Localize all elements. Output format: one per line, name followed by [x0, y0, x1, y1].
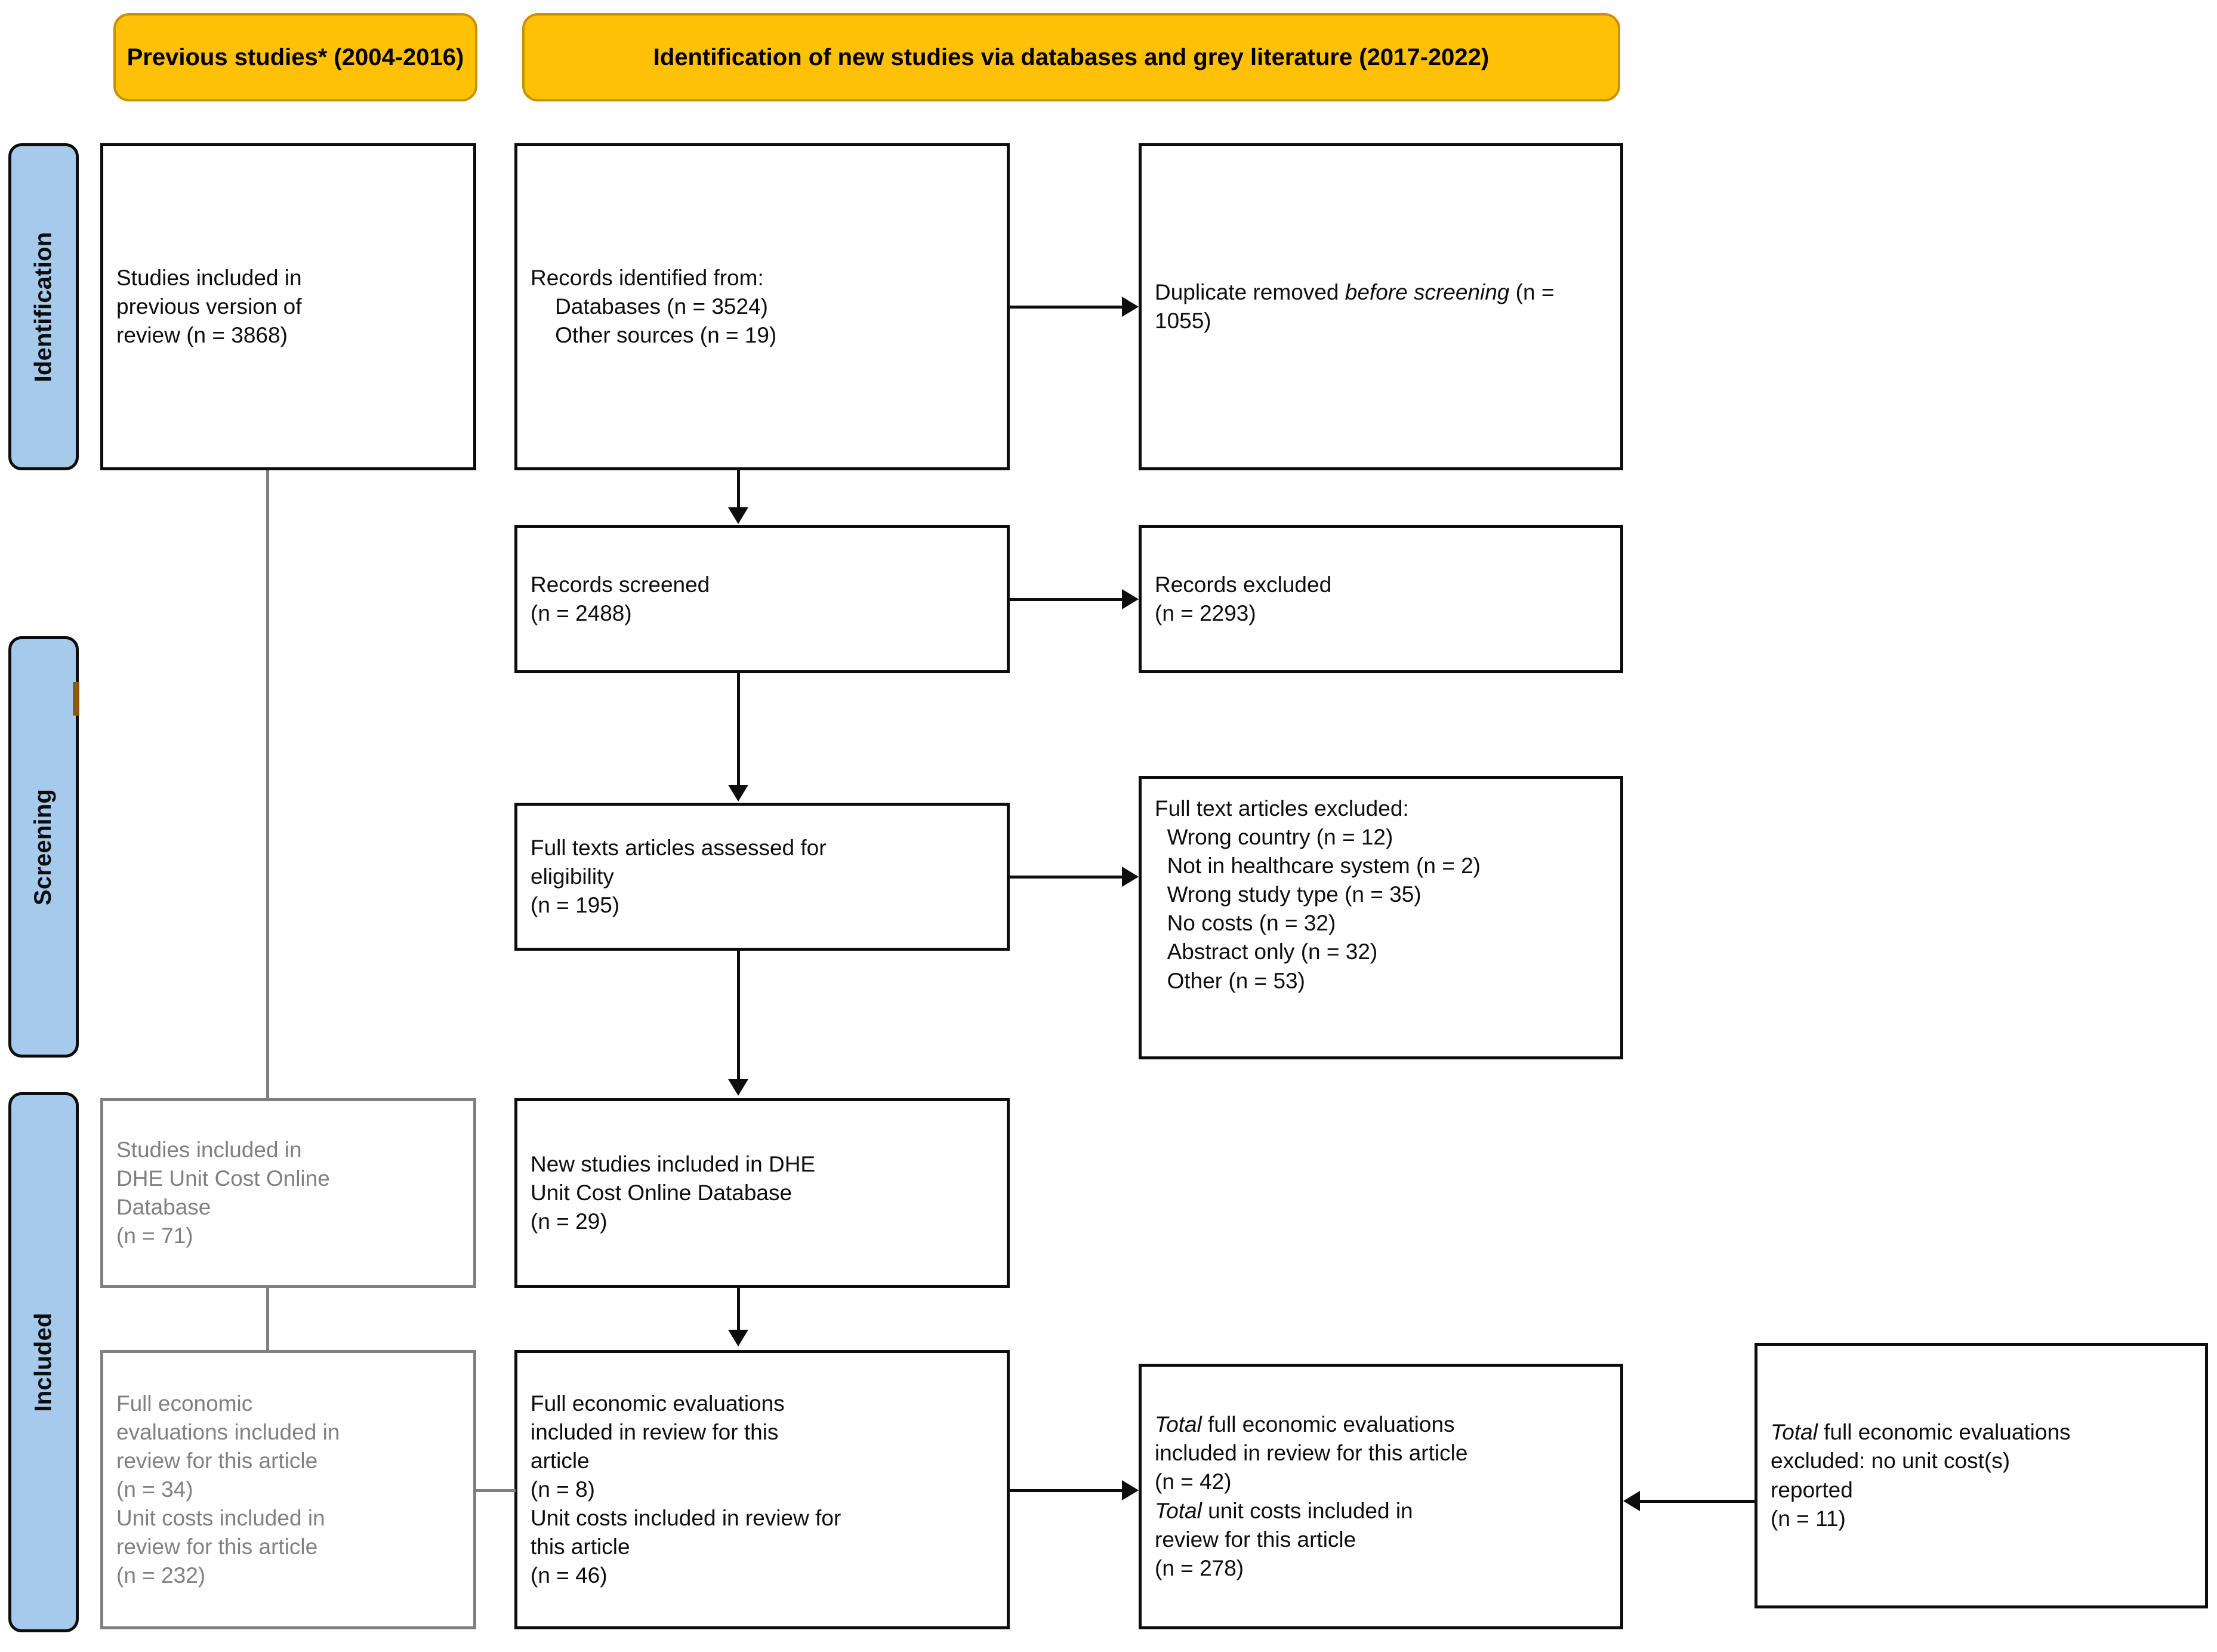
box-previous-version-included: Studies included in previous version of …	[100, 143, 476, 470]
arrowhead-assessed-to-excluded	[1122, 867, 1139, 887]
box-total-included-text: Total full economic evaluations included…	[1155, 1410, 1467, 1583]
box-previous-db-included-text: Studies included in DHE Unit Cost Online…	[116, 1137, 330, 1249]
box-new-full-economic-text: Full economic evaluations included in re…	[531, 1391, 841, 1588]
arrowhead-assessed-to-new-db	[728, 1079, 748, 1096]
connector-identified-to-screened	[737, 470, 740, 508]
box-new-db-included-text: New studies included in DHE Unit Cost On…	[531, 1151, 816, 1234]
box-previous-version-included-text: Studies included in previous version of …	[116, 265, 302, 348]
total-included-middle: full economic evaluations included in re…	[1155, 1412, 1468, 1494]
header-new-studies: Identification of new studies via databa…	[522, 13, 1620, 101]
box-total-excluded: Total full economic evaluations excluded…	[1755, 1343, 2208, 1608]
box-records-excluded: Records excluded (n = 2293)	[1139, 525, 1623, 673]
duplicates-removed-suffix: (n = 1055)	[1155, 279, 1561, 333]
box-new-db-included: New studies included in DHE Unit Cost On…	[514, 1098, 1010, 1288]
stage-label-included-text: Included	[30, 1312, 57, 1412]
stage-label-identification: Identification	[8, 143, 79, 470]
box-total-included: Total full economic evaluations included…	[1139, 1364, 1623, 1629]
arrowhead-new-full-economic-to-total	[1122, 1480, 1139, 1500]
box-records-identified: Records identified from: Databases (n = …	[514, 143, 1010, 470]
total-included-end: unit costs included in review for this a…	[1155, 1498, 1413, 1580]
stage-label-screening-text: Screening	[30, 788, 57, 905]
stage-label-identification-text: Identification	[30, 232, 57, 382]
box-previous-db-included: Studies included in DHE Unit Cost Online…	[100, 1098, 476, 1288]
box-previous-full-economic: Full economic evaluations included in re…	[100, 1350, 476, 1629]
box-previous-full-economic-text: Full economic evaluations included in re…	[116, 1391, 340, 1588]
total-included-emphasis-1: Total	[1155, 1412, 1202, 1437]
connector-screened-to-assessed	[737, 673, 740, 787]
box-duplicates-removed: Duplicate removed before screening (n = …	[1139, 143, 1623, 470]
connector-previous-chain-top	[266, 470, 269, 1101]
arrowhead-identified-to-duplicates	[1122, 297, 1139, 317]
total-included-emphasis-2: Total	[1155, 1498, 1202, 1523]
connector-previous-chain-bottom	[266, 1288, 269, 1354]
connector-new-full-economic-to-total	[1010, 1489, 1122, 1492]
total-excluded-emphasis: Total	[1771, 1420, 1818, 1445]
box-total-excluded-text: Total full economic evaluations excluded…	[1771, 1418, 2071, 1533]
box-full-text-assessed-text: Full texts articles assessed for eligibi…	[531, 835, 827, 918]
arrowhead-screened-to-assessed	[728, 785, 748, 802]
box-duplicates-removed-text: Duplicate removed before screening (n = …	[1155, 278, 1607, 335]
stage-label-screening: Screening	[8, 636, 79, 1058]
duplicates-removed-emphasis: before screening	[1345, 279, 1510, 304]
arrowhead-new-db-to-full-economic	[728, 1330, 748, 1346]
arrowhead-total-excluded-to-total-included	[1623, 1491, 1640, 1511]
stage-label-included: Included	[8, 1092, 79, 1632]
box-records-screened: Records screened (n = 2488)	[514, 525, 1010, 673]
box-records-identified-text: Records identified from: Databases (n = …	[531, 265, 777, 348]
connector-identified-to-duplicates	[1010, 306, 1122, 309]
connector-new-db-to-full-economic	[737, 1288, 740, 1332]
connector-previous-to-new-full-economic	[476, 1489, 516, 1492]
box-full-text-assessed: Full texts articles assessed for eligibi…	[514, 803, 1010, 951]
box-new-full-economic: Full economic evaluations included in re…	[514, 1350, 1010, 1629]
connector-assessed-to-excluded	[1010, 876, 1122, 879]
box-full-text-excluded: Full text articles excluded: Wrong count…	[1139, 776, 1623, 1059]
box-records-screened-text: Records screened (n = 2488)	[531, 572, 710, 625]
box-full-text-excluded-text: Full text articles excluded: Wrong count…	[1155, 796, 1481, 993]
total-excluded-rest: full economic evaluations excluded: no u…	[1771, 1420, 2071, 1531]
header-previous-studies: Previous studies* (2004-2016)	[113, 13, 477, 101]
connector-total-excluded-to-total-included	[1640, 1500, 1755, 1503]
arrowhead-identified-to-screened	[728, 507, 748, 524]
arrowhead-screened-to-excluded	[1122, 589, 1139, 609]
duplicates-removed-prefix: Duplicate removed	[1155, 279, 1345, 304]
connector-assessed-to-new-db	[737, 951, 740, 1081]
box-records-excluded-text: Records excluded (n = 2293)	[1155, 572, 1332, 625]
connector-screened-to-excluded	[1010, 598, 1122, 601]
screening-accent-tick	[73, 682, 79, 716]
